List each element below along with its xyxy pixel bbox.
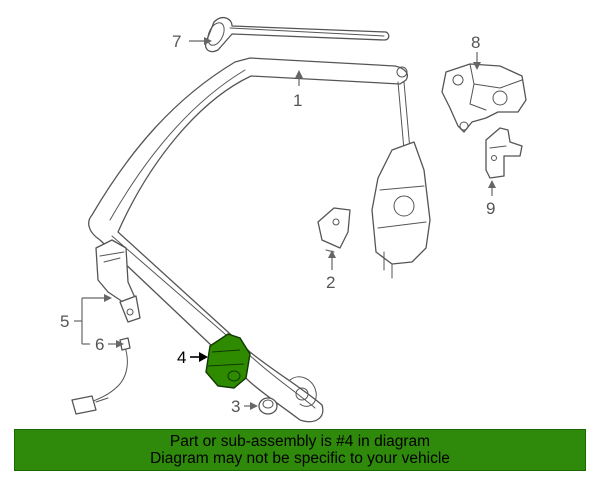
parts-diagram: 7 1 8 9 2 5 6 4 3 xyxy=(60,16,527,423)
part-6-sensor-harness[interactable] xyxy=(71,337,131,415)
part-9-bracket[interactable] xyxy=(485,127,523,179)
part-2-bracket-plate[interactable] xyxy=(317,207,351,253)
callout-1: 1 xyxy=(293,91,302,110)
callout-4[interactable]: 4 xyxy=(177,348,186,367)
banner-line-1: Part or sub-assembly is #4 in diagram xyxy=(169,433,431,450)
callout-9: 9 xyxy=(486,199,495,218)
banner-line-2: Diagram may not be specific to your vehi… xyxy=(150,450,450,467)
callout-7: 7 xyxy=(172,32,181,51)
part-1-pillar-trim[interactable] xyxy=(88,57,409,423)
callout-2: 2 xyxy=(326,273,335,292)
part-4-cover-highlighted[interactable] xyxy=(205,333,251,389)
retractor-assembly[interactable] xyxy=(371,81,431,279)
callout-3: 3 xyxy=(231,397,240,416)
part-3-grommet[interactable] xyxy=(258,397,278,415)
part-4-fill xyxy=(205,333,251,389)
info-banner: Part or sub-assembly is #4 in diagram Di… xyxy=(14,429,586,471)
callout-6: 6 xyxy=(95,335,104,354)
part-5-buckle[interactable] xyxy=(95,239,141,323)
part-7-anchor-rail[interactable] xyxy=(204,16,390,53)
callout-5: 5 xyxy=(60,312,69,331)
part-8-motor-assembly[interactable] xyxy=(441,63,527,133)
leader-lines xyxy=(74,37,496,410)
callout-8: 8 xyxy=(471,33,480,52)
